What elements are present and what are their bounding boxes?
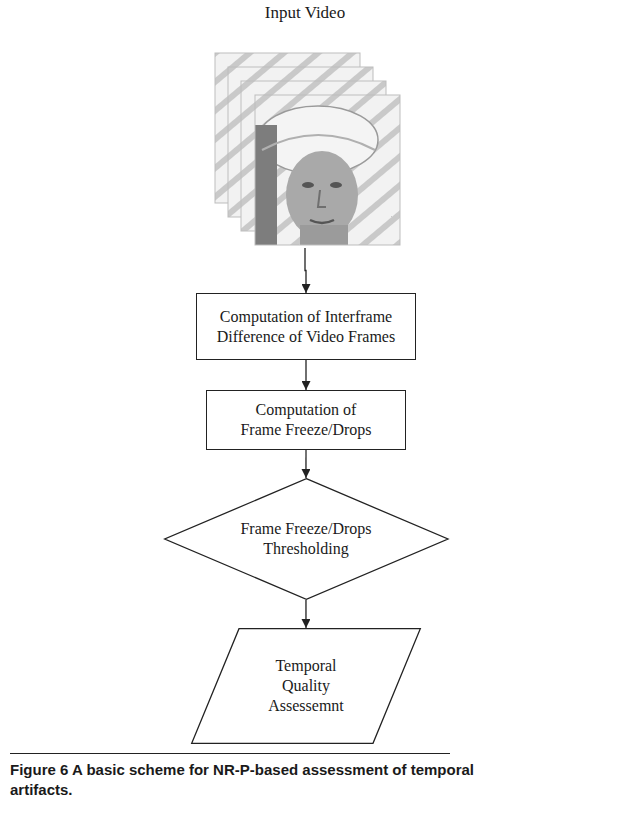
video-input: Input Video — [150, 2, 460, 248]
flow-arrow — [305, 450, 306, 478]
diamond-outline — [164, 478, 449, 600]
flow-arrow — [305, 360, 306, 390]
node-label: Computation of Interframe Difference of … — [206, 307, 406, 347]
front-frame — [255, 95, 400, 245]
caption-rule — [10, 753, 450, 754]
node-label: Computation of Frame Freeze/Drops — [236, 400, 376, 440]
figure-caption: Figure 6 A basic scheme for NR-P-based a… — [10, 760, 480, 799]
flow-arrow — [305, 600, 306, 628]
node-label: Temporal Quality Assessemnt — [251, 656, 361, 716]
node-label: Input Video — [150, 2, 460, 23]
process-box: Computation of Interframe Difference of … — [196, 293, 416, 360]
output-parallelogram: Temporal Quality Assessemnt — [191, 628, 421, 744]
node-label: Frame Freeze/Drops Thresholding — [231, 519, 381, 559]
flow-arrow — [305, 248, 306, 293]
decision-diamond: Frame Freeze/Drops Thresholding — [164, 478, 449, 600]
process-box: Computation of Frame Freeze/Drops — [206, 390, 406, 450]
